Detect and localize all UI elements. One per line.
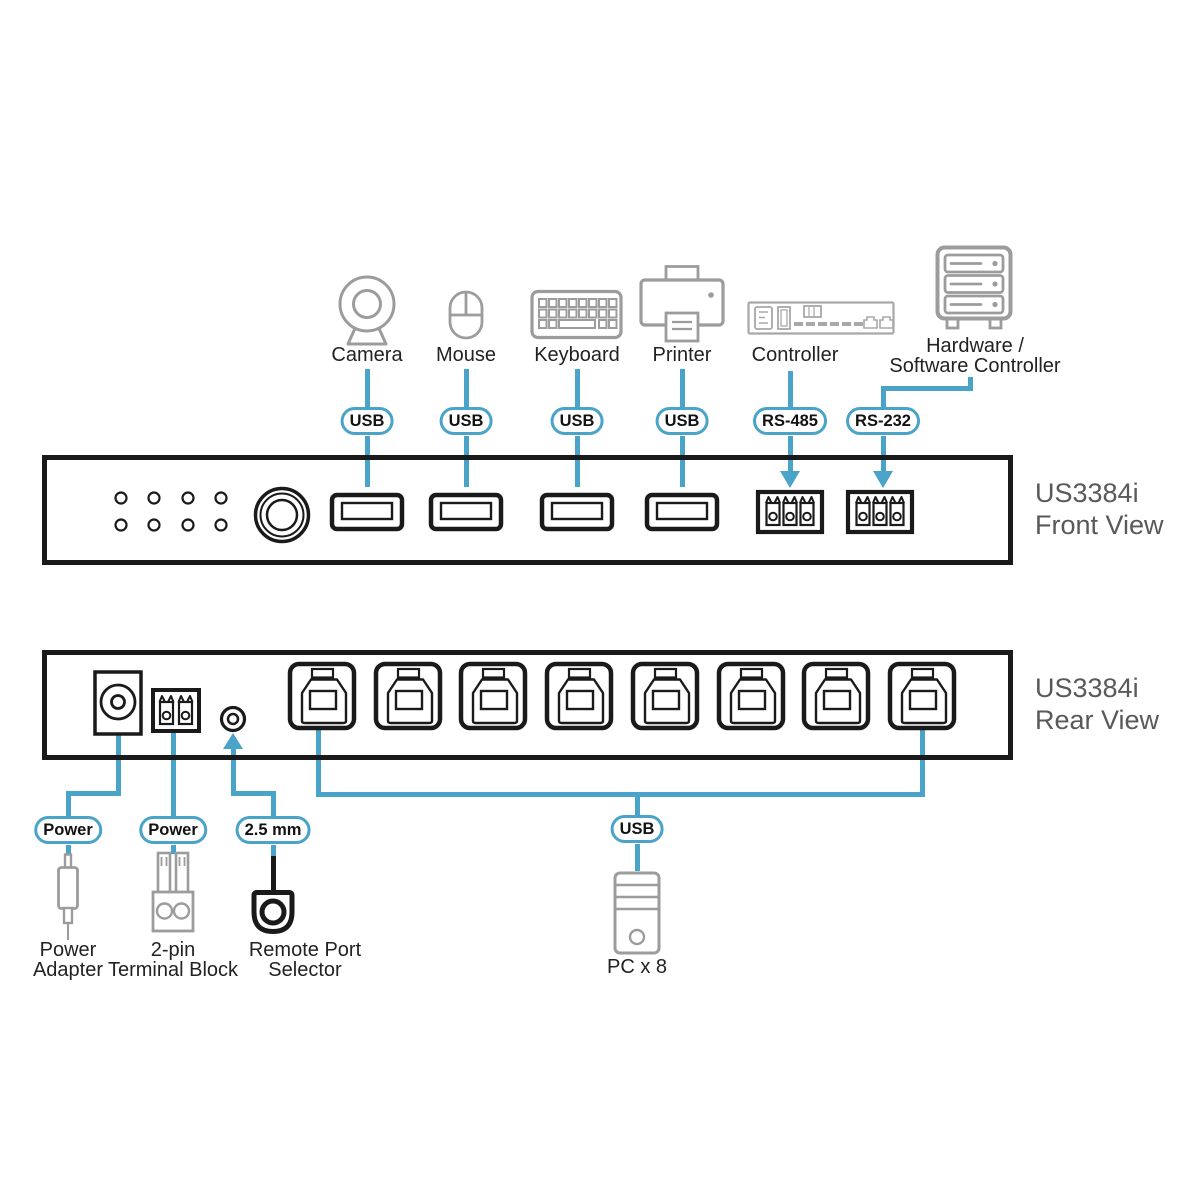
connector-line [919,729,925,797]
keyboard-label: Keyboard [534,344,620,366]
usb-badge: USB [610,815,664,843]
connector-line [230,790,276,796]
connector-line [230,747,236,793]
connector-line [574,369,580,408]
power-jack-port [92,669,144,737]
connector-line [679,369,685,408]
pc-tower-icon [611,869,663,957]
usb-b-port-4 [544,661,614,731]
power-badge: Power [34,816,102,844]
usb-b-port-2 [373,661,443,731]
remote-selector-cable [270,856,276,894]
keyboard-icon [530,289,624,341]
power-badge: Power [139,816,207,844]
connector-line [880,386,973,391]
led-indicators [108,486,234,536]
arrow-up-icon [223,733,243,749]
rs-485-port [755,489,825,535]
connector-line [65,845,71,856]
jack-size-badge: 2.5 mm [235,816,311,844]
remote-selector-label: Remote Port Selector [249,940,361,980]
rear-panel [42,650,1013,760]
usb-b-port-3 [458,661,528,731]
rear-view-label: US3384i Rear View [1035,672,1159,736]
connector-line [463,436,469,487]
connector-line [364,369,370,408]
rs-232-badge: RS-232 [846,407,920,435]
remote-selector-label-line1: Remote Port [248,939,362,961]
terminal-block-label-line2: Terminal Block [107,959,239,981]
connector-line [270,790,276,818]
rear-view-model: US3384i [1035,673,1139,703]
connector-line [787,371,793,408]
controller-icon [747,301,895,335]
usb-badge: USB [655,407,709,435]
usb-b-port-6 [716,661,786,731]
rear-view-text: Rear View [1035,705,1160,735]
usb-b-port-5 [630,661,700,731]
connector-line [787,436,793,473]
usb-b-port-8 [887,661,957,731]
camera-label: Camera [331,344,403,366]
connector-line [463,369,469,408]
front-panel [42,455,1013,565]
connector-line [315,729,321,797]
power-adapter-label-line2: Adapter [32,959,104,981]
front-view-text: Front View [1035,510,1164,540]
connector-line [315,792,925,797]
connector-line [170,845,176,854]
hw-sw-controller-label-line2: Software Controller [889,355,1061,377]
power-adapter-label: Power Adapter [33,940,103,980]
printer-icon [638,264,726,346]
connector-line [574,436,580,487]
terminal-block-label-line1: 2-pin [150,939,196,961]
printer-label: Printer [652,344,712,366]
terminal-block-label: 2-pin Terminal Block [108,940,238,980]
power-adapter-label-line1: Power [39,939,97,961]
usb-badge: USB [550,407,604,435]
pc-label: PC x 8 [606,956,668,978]
rs-232-port [845,489,915,535]
remote-selector-label-line2: Selector [268,959,342,981]
front-view-model: US3384i [1035,478,1139,508]
usb-badge: USB [340,407,394,435]
mouse-icon [446,290,486,340]
remote-port-jack [218,704,248,734]
connector-line [65,790,71,818]
connector-line [634,844,640,871]
hw-sw-controller-label: Hardware / Software Controller [889,336,1060,376]
usb-a-port-3 [539,492,615,532]
usb-badge: USB [439,407,493,435]
front-view-label: US3384i Front View [1035,477,1164,541]
usb-a-port-4 [644,492,720,532]
remote-port-selector-icon [247,886,299,938]
connector-line [679,436,685,487]
port-selection-button [252,485,312,545]
usb-b-port-7 [801,661,871,731]
connector-line [634,792,640,816]
connector-line [115,733,121,793]
connector-line [65,790,121,796]
arrow-down-icon [780,471,800,488]
rs-485-badge: RS-485 [753,407,827,435]
connector-line [880,386,886,408]
connector-line [967,377,973,391]
connector-line [880,436,886,473]
usb-a-port-2 [428,492,504,532]
connector-line [364,436,370,487]
server-icon [933,243,1015,333]
power-adapter-icon [53,853,83,943]
camera-icon [332,274,402,346]
hw-sw-controller-label-line1: Hardware / [926,335,1024,357]
terminal-block-port [150,687,202,737]
terminal-block-plug-icon [151,851,195,935]
usb-a-port-1 [329,492,405,532]
arrow-down-icon [873,471,893,488]
controller-label: Controller [751,344,839,366]
connector-line [170,733,176,817]
connector-line [270,845,276,858]
usb-b-port-1 [287,661,357,731]
mouse-label: Mouse [435,344,497,366]
